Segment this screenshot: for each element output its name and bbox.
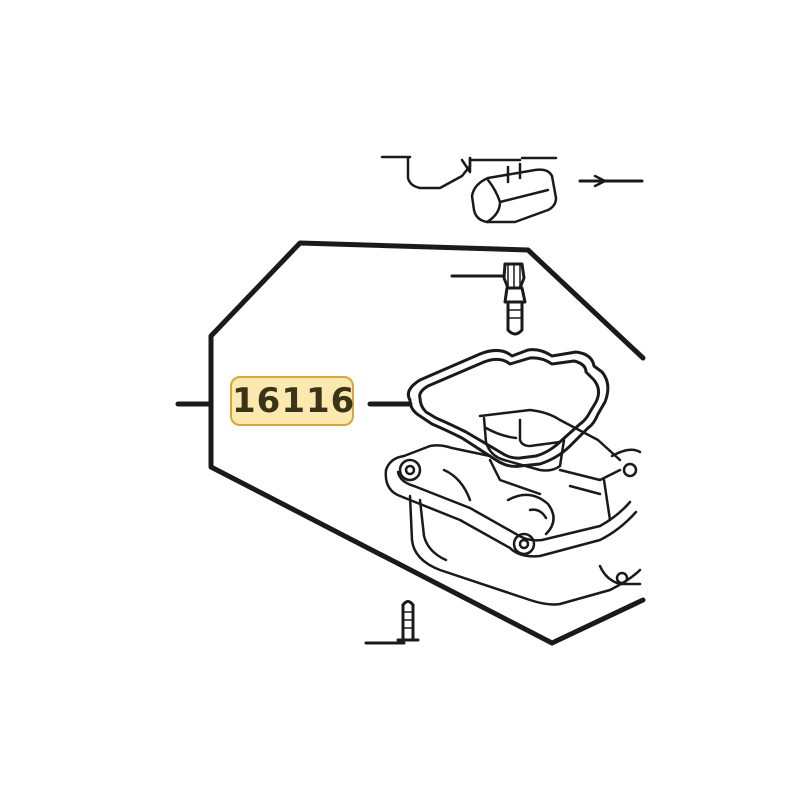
- jet-screw: [450, 262, 527, 336]
- gasket: [406, 348, 610, 468]
- upper-assembly-fragment: [380, 155, 558, 224]
- float-bowl: [384, 408, 642, 606]
- assembly-boundary: [208, 240, 646, 646]
- bottom-screw: [364, 600, 420, 645]
- part-number-callout-16116[interactable]: 16116: [230, 376, 354, 426]
- leader-line-top: [578, 174, 644, 188]
